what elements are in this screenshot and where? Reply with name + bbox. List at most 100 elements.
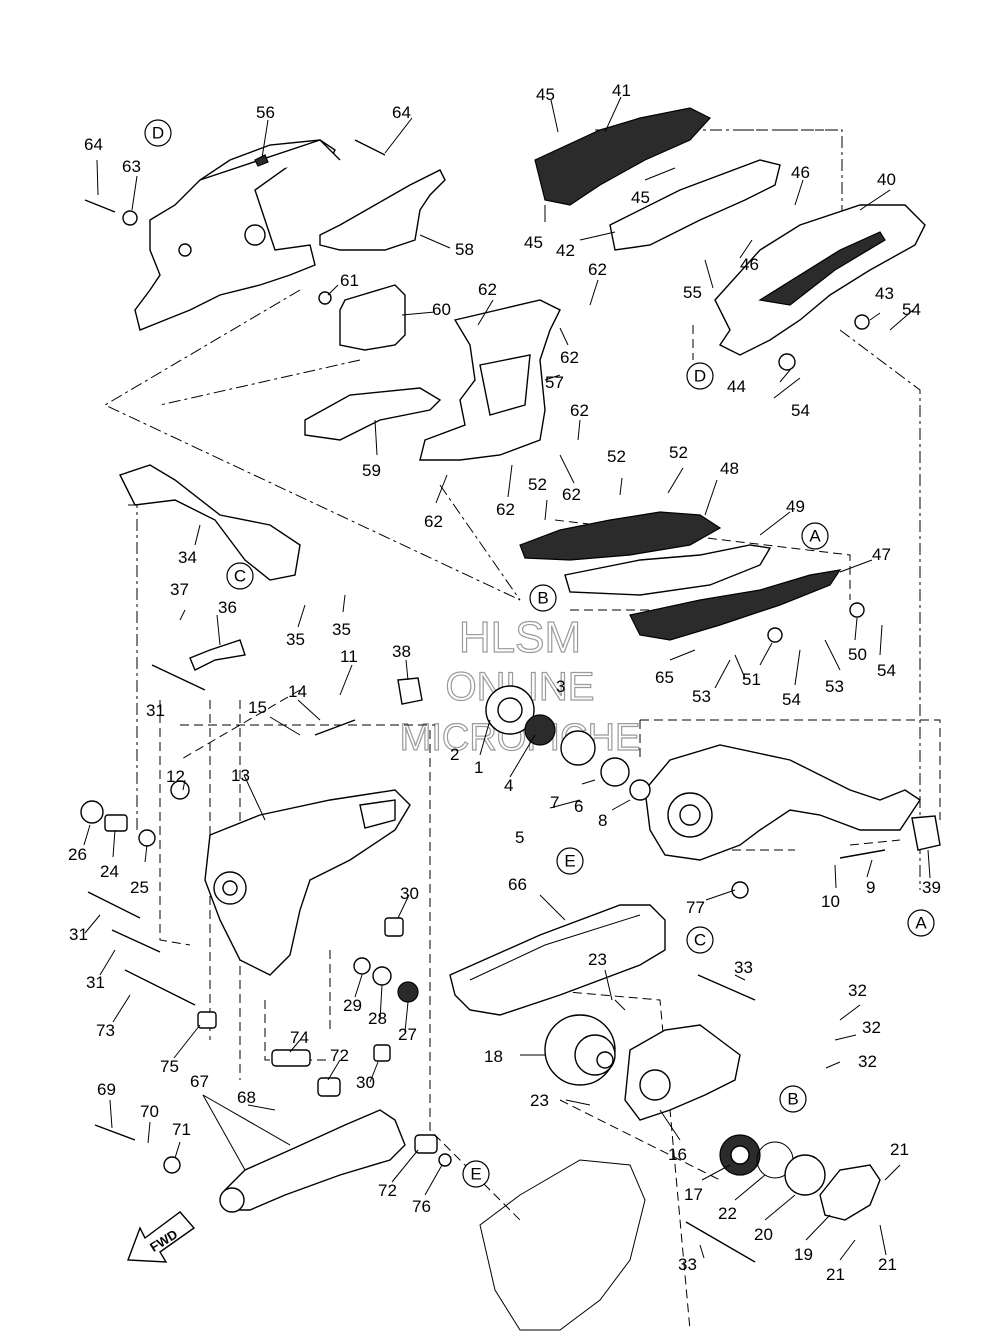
callout-45-top: 45 bbox=[536, 85, 555, 104]
callout-48: 48 bbox=[720, 459, 739, 478]
callout-62-b: 62 bbox=[588, 260, 607, 279]
callout-65: 65 bbox=[655, 668, 674, 687]
callout-1: 1 bbox=[474, 758, 483, 777]
callout-63: 63 bbox=[122, 157, 141, 176]
callout-3: 3 bbox=[556, 677, 565, 696]
part-41-grille bbox=[534, 107, 711, 206]
part-58 bbox=[319, 169, 446, 251]
fwd-arrow-icon bbox=[127, 1211, 196, 1263]
callout-54-mid: 54 bbox=[791, 401, 810, 420]
callout-70: 70 bbox=[140, 1102, 159, 1121]
callout-39: 39 bbox=[922, 878, 941, 897]
part-56-frame-bracket bbox=[134, 139, 336, 331]
callout-21-bottom: 21 bbox=[826, 1265, 845, 1284]
ref-letter-c-left: C bbox=[234, 567, 246, 586]
part-50 bbox=[849, 602, 865, 618]
callout-54-right: 54 bbox=[877, 661, 896, 680]
callout-62-e: 62 bbox=[562, 485, 581, 504]
part-25 bbox=[138, 829, 156, 847]
part-12 bbox=[170, 780, 190, 800]
ref-letter-d-top: D bbox=[152, 124, 164, 143]
part-19-plate bbox=[819, 1164, 881, 1221]
part-59 bbox=[304, 387, 442, 441]
callout-68: 68 bbox=[237, 1088, 256, 1107]
watermark: HLSM ONLINE MICROFICHE bbox=[399, 612, 641, 759]
callout-30-bottom: 30 bbox=[356, 1073, 375, 1092]
callout-59: 59 bbox=[362, 461, 381, 480]
callout-12: 12 bbox=[166, 767, 185, 786]
callout-31-bottom: 31 bbox=[86, 973, 105, 992]
parts bbox=[80, 107, 941, 1331]
callout-35-left: 35 bbox=[286, 630, 305, 649]
part-42 bbox=[609, 159, 781, 251]
callout-36: 36 bbox=[218, 598, 237, 617]
callout-37: 37 bbox=[170, 580, 189, 599]
callout-55: 55 bbox=[683, 283, 702, 302]
callout-22: 22 bbox=[718, 1204, 737, 1223]
part-16-hub-carrier bbox=[624, 1024, 741, 1121]
callout-17: 17 bbox=[684, 1185, 703, 1204]
part-48-panel bbox=[519, 511, 722, 561]
callout-31-top: 31 bbox=[146, 701, 165, 720]
callout-66: 66 bbox=[508, 875, 527, 894]
callout-46-mid: 46 bbox=[740, 255, 759, 274]
part-67-shock-absorber bbox=[224, 1109, 406, 1211]
callout-34: 34 bbox=[178, 548, 197, 567]
part-14-bolt bbox=[314, 719, 356, 736]
callout-67: 67 bbox=[190, 1072, 209, 1091]
callout-54-lower: 54 bbox=[782, 690, 801, 709]
callout-44: 44 bbox=[727, 377, 746, 396]
callout-46-top: 46 bbox=[791, 163, 810, 182]
part-44 bbox=[778, 353, 796, 371]
part-60 bbox=[339, 284, 406, 351]
part-64-bolt-b bbox=[354, 139, 386, 156]
part-47-panel bbox=[629, 569, 842, 641]
callout-32-c: 32 bbox=[858, 1052, 877, 1071]
part-71 bbox=[163, 1156, 181, 1174]
part-31-bolt-a bbox=[87, 891, 141, 919]
part-39-block bbox=[911, 815, 941, 851]
callout-45-mid: 45 bbox=[631, 188, 650, 207]
callout-27: 27 bbox=[398, 1025, 417, 1044]
callout-18: 18 bbox=[484, 1047, 503, 1066]
ref-letter-e-bottom: E bbox=[470, 1165, 481, 1184]
part-38-block bbox=[397, 677, 423, 705]
ref-circle-e-mid bbox=[556, 847, 584, 875]
part-74-spacer bbox=[271, 1049, 311, 1067]
callout-33-top: 33 bbox=[734, 958, 753, 977]
watermark-line1: HLSM bbox=[459, 613, 581, 662]
part-30-spacer bbox=[384, 917, 404, 937]
callout-30-top: 30 bbox=[400, 884, 419, 903]
part-49-panel bbox=[564, 544, 772, 596]
callout-5: 5 bbox=[515, 828, 524, 847]
callout-8: 8 bbox=[598, 811, 607, 830]
part-9-bolt bbox=[839, 849, 886, 859]
ref-circle-d-right bbox=[686, 362, 714, 390]
part-64-bolt-a bbox=[84, 199, 116, 213]
callout-62-c: 62 bbox=[560, 348, 579, 367]
callout-54-top: 54 bbox=[902, 300, 921, 319]
part-4-bearing bbox=[524, 714, 556, 746]
callout-58: 58 bbox=[455, 240, 474, 259]
callout-13: 13 bbox=[231, 766, 250, 785]
callout-21-right: 21 bbox=[878, 1255, 897, 1274]
part-75 bbox=[197, 1011, 217, 1029]
part-72-bushing-b bbox=[414, 1134, 438, 1154]
ref-circle-d-top bbox=[144, 119, 172, 147]
callout-69: 69 bbox=[97, 1080, 116, 1099]
callout-75: 75 bbox=[160, 1057, 179, 1076]
part-63 bbox=[122, 210, 138, 226]
callout-51: 51 bbox=[742, 670, 761, 689]
callout-38: 38 bbox=[392, 642, 411, 661]
callout-61: 61 bbox=[340, 271, 359, 290]
callout-26: 26 bbox=[68, 845, 87, 864]
callout-29: 29 bbox=[343, 996, 362, 1015]
callout-62-g: 62 bbox=[424, 512, 443, 531]
part-26-nut bbox=[80, 800, 104, 824]
callouts: 41 45 45 45 42 40 46 46 55 43 54 44 54 5… bbox=[68, 81, 941, 1284]
callout-24: 24 bbox=[100, 862, 119, 881]
part-6 bbox=[600, 757, 630, 787]
part-43 bbox=[854, 314, 870, 330]
callout-73: 73 bbox=[96, 1021, 115, 1040]
